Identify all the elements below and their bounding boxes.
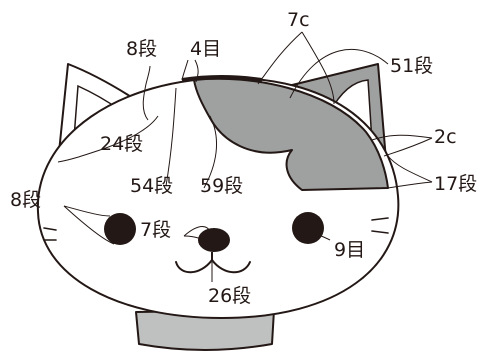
label-mouth-rows: 26段 (208, 285, 251, 307)
right-eye (292, 212, 324, 244)
whiskers (43, 217, 389, 241)
head-patch (193, 77, 389, 191)
base-collar (135, 309, 275, 351)
label-right-side-rows: 17段 (434, 173, 477, 195)
label-eye-stitches: 9目 (334, 239, 365, 261)
label-right-chain: 2c (434, 126, 457, 148)
nose (198, 228, 230, 252)
leader-lines (57, 31, 433, 282)
label-side-rows: 24段 (100, 133, 143, 155)
left-eye (104, 213, 136, 245)
label-right-rows: 51段 (390, 55, 433, 77)
label-cheek-rows: 8段 (10, 189, 41, 211)
label-ear-right-stitches: 7c (287, 9, 310, 31)
label-ear-left-rows: 8段 (126, 38, 157, 60)
label-top-stitches: 4目 (190, 38, 221, 60)
label-nose-rows: 7段 (140, 219, 171, 241)
top-stitch-band (181, 75, 263, 82)
label-face-rows: 54段 (130, 175, 173, 197)
label-patch-rows: 59段 (200, 175, 243, 197)
